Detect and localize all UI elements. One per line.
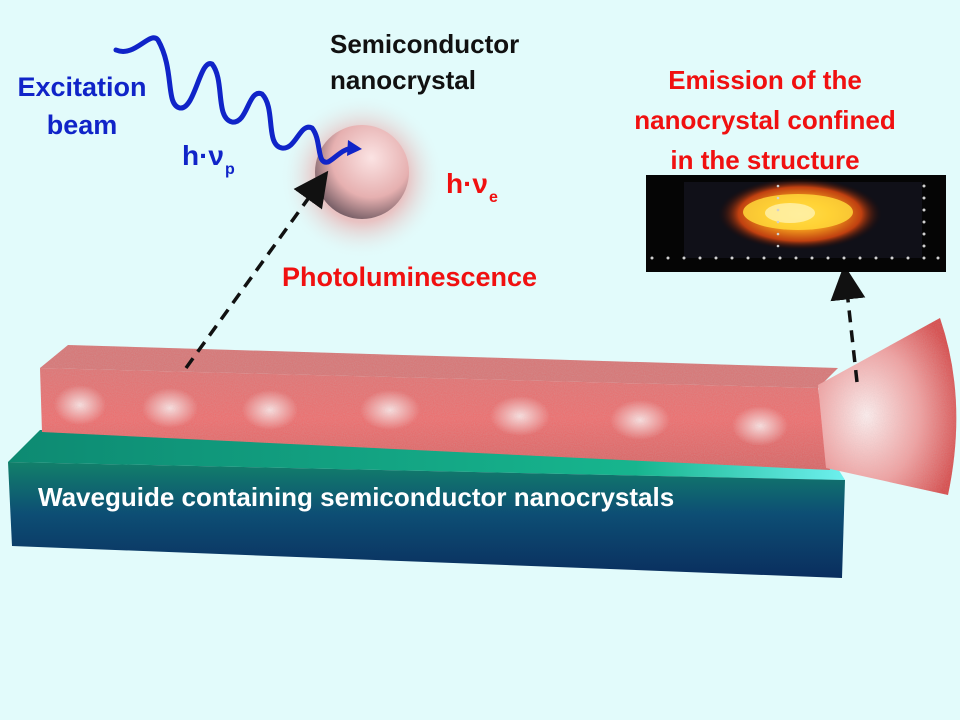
emission-title-line-2: nanocrystal confined (634, 105, 896, 135)
excitation-beam-label: Excitation beam (2, 68, 162, 144)
nanocrystal-label: Semiconductor nanocrystal (330, 26, 590, 98)
pump-photon-base: h·ν (182, 140, 224, 171)
nanocrystal-sphere (315, 125, 409, 219)
emitted-photon-subscript: e (489, 189, 498, 206)
excitation-beam-line-2: beam (46, 110, 118, 140)
emission-grid-dots (650, 184, 940, 260)
excitation-beam-line-1: Excitation (17, 72, 147, 102)
pump-photon-label: h·νp (182, 140, 235, 178)
pump-photon-subscript: p (225, 161, 235, 178)
waveguide-texture (40, 345, 838, 470)
nanocrystal-label-line-1: Semiconductor (330, 29, 520, 59)
substrate-front-face (8, 462, 845, 578)
excitation-wave-arrow (113, 35, 358, 165)
nanocrystal-label-line-2: nanocrystal (330, 65, 476, 95)
emission-image (646, 175, 946, 272)
emitted-photon-base: h·ν (446, 168, 488, 199)
waveguide-label: Waveguide containing semiconductor nanoc… (38, 482, 675, 512)
emission-arrow (830, 264, 866, 383)
excitation-arrow-head (347, 140, 362, 156)
nanocrystal (280, 95, 444, 259)
emitted-photon-label: h·νe (446, 168, 498, 206)
output-light-cone (818, 318, 957, 495)
emission-title: Emission of the nanocrystal confined in … (580, 60, 950, 180)
waveguide-core (40, 345, 838, 470)
photoluminescence-label: Photoluminescence (282, 262, 538, 292)
photoluminescence-arrow (184, 170, 329, 370)
emission-title-line-1: Emission of the (668, 65, 862, 95)
emission-title-line-3: in the structure (670, 145, 860, 175)
